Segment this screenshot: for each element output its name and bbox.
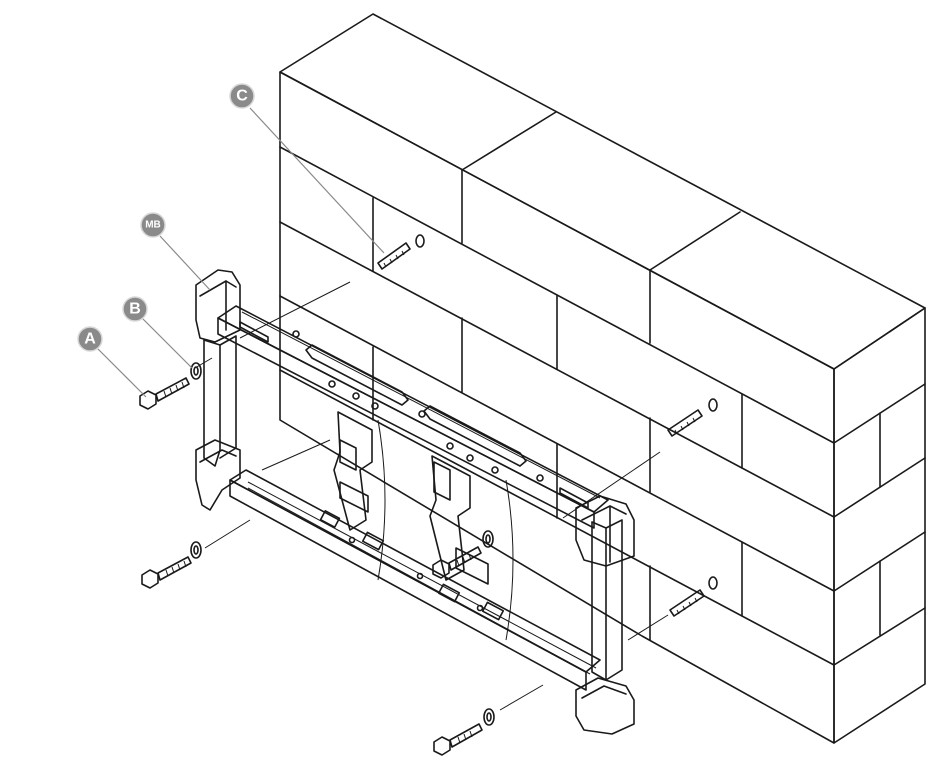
washer-center bbox=[482, 530, 494, 548]
mounting-bracket bbox=[195, 269, 635, 735]
lag-bolt-center bbox=[432, 546, 482, 579]
washer-left-bottom bbox=[190, 541, 202, 559]
lag-bolt-left-bottom bbox=[141, 556, 192, 589]
wall-anchor-mid bbox=[667, 398, 718, 437]
lag-bolt-top bbox=[139, 377, 190, 410]
washer-bottom bbox=[483, 708, 495, 726]
wall-anchor-top bbox=[377, 234, 425, 270]
callout-a-label: A bbox=[84, 331, 96, 348]
callout-b: B bbox=[122, 296, 193, 369]
callout-b-label: B bbox=[129, 301, 141, 318]
callout-c: C bbox=[229, 83, 385, 254]
callout-c-label: C bbox=[236, 88, 248, 105]
washer-top bbox=[190, 362, 202, 380]
brick-wall bbox=[279, 13, 926, 744]
lag-bolt-bottom bbox=[433, 723, 483, 756]
callout-mb: MB bbox=[140, 212, 211, 291]
callout-a: A bbox=[77, 326, 147, 398]
callout-mb-label: MB bbox=[145, 220, 161, 231]
wall-anchor-bottom bbox=[669, 576, 718, 617]
